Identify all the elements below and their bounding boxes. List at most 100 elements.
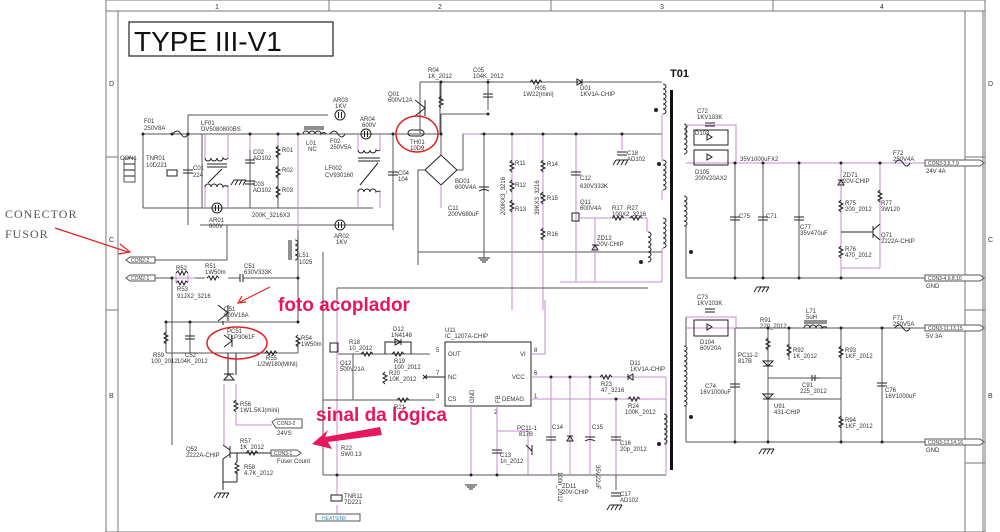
cap-bank-value: 35V1000uFX2 xyxy=(740,157,779,163)
r22-value: 5W0.13 xyxy=(341,452,362,458)
r14-16-value: 39KX3_3216 xyxy=(535,180,541,215)
output-connector-5v[interactable]: CON3-11,13,15 xyxy=(924,324,985,332)
fuser-con2-2[interactable]: CON2-2 xyxy=(125,256,156,264)
u11-pin-num-demag: 1 xyxy=(534,394,538,400)
svg-text:CON2-1: CON2-1 xyxy=(131,276,150,282)
optocoupler-pc11-2-icon xyxy=(761,360,775,367)
r76-label: R76 xyxy=(845,247,857,253)
pc51-value: TLP3061F xyxy=(227,335,255,341)
r23-label: R23 xyxy=(601,382,613,388)
l51-value: 1025 xyxy=(299,260,313,266)
r23-value: 47_3216 xyxy=(601,388,625,394)
r18-label: R18 xyxy=(349,340,361,346)
ar02-label: AR02 xyxy=(334,234,350,240)
highlight-circle-th01 xyxy=(395,115,439,153)
fuse-f72-icon xyxy=(894,159,911,167)
c12-label: C12 xyxy=(580,176,592,182)
diode-d103-icon xyxy=(693,129,729,146)
grid-row-right-c: C xyxy=(988,237,993,244)
l51-label: L51 xyxy=(299,253,310,259)
ar01-value: 600V xyxy=(209,224,223,230)
c52-value: 104K_2012 xyxy=(177,359,208,365)
r59-label: R59 xyxy=(153,353,165,359)
d11-label: D11 xyxy=(630,361,641,367)
u11-pin-fb: FB xyxy=(496,395,502,403)
c72-value: 1KV103K xyxy=(697,115,722,121)
grid-col-1: 1 xyxy=(215,4,219,11)
r94-label: R94 xyxy=(845,418,857,424)
q12-value: 500V21A xyxy=(340,367,365,373)
svg-text:CON3-4,6,8,10: CON3-4,6,8,10 xyxy=(928,276,962,282)
fuse-f02-icon xyxy=(329,130,346,138)
r75-value: 200_2012 xyxy=(845,207,872,213)
ar04-value: 600V xyxy=(362,123,376,129)
output-connector-gnd-1[interactable]: CON3-4,6,8,10 xyxy=(924,274,985,282)
output-connector-24v[interactable]: CON3-3,5,7,9 xyxy=(924,159,985,167)
r19-value: 100_2012 xyxy=(394,365,421,371)
c04-value: 104 xyxy=(398,177,409,183)
l71-label: L71 xyxy=(806,309,817,315)
c73-label: C73 xyxy=(697,295,709,301)
annotation-arrow-conector xyxy=(54,227,129,253)
capacitor-c52-icon xyxy=(185,335,195,340)
q12-label: Q12 xyxy=(340,361,352,367)
output-connector-gnd-2[interactable]: CON3-12,14,16 xyxy=(924,438,985,446)
grid-row-right-b: B xyxy=(988,393,993,400)
c11-label: C11 xyxy=(448,206,459,212)
thermistor-th01-icon xyxy=(407,129,425,137)
r94-value: 1KF_2012 xyxy=(845,424,873,430)
grid-row-left-c: C xyxy=(109,237,114,244)
l01-label: L01 xyxy=(306,141,317,147)
r18-value: 10_2012 xyxy=(349,346,373,352)
zd71-value: 20V-CHIP xyxy=(843,179,870,185)
q11-value: 600V4A xyxy=(580,206,601,212)
r55-label: R55 xyxy=(266,356,278,362)
c17-value: AD102 xyxy=(620,498,639,504)
ar02-value: 1KV xyxy=(336,240,347,246)
triac-q01-icon xyxy=(414,99,426,117)
r22-label: R22 xyxy=(341,446,353,452)
common-mode-choke-lf002-icon xyxy=(357,148,381,194)
con3-1-connector[interactable]: CON3-1 xyxy=(270,449,302,457)
grid-col-2: 2 xyxy=(438,4,442,11)
u11-label: U11 xyxy=(445,328,456,334)
heatsink-tag: HEATSINK xyxy=(315,513,361,522)
highlight-circle-pc51 xyxy=(206,326,268,360)
d105-value: 200V20AX2 xyxy=(695,176,728,182)
con3-2-connector[interactable]: CON3-2 xyxy=(271,418,303,429)
c04-label: C04 xyxy=(398,171,410,177)
c02-value: AD102 xyxy=(253,156,272,162)
c74-value: 16V1000uF xyxy=(700,390,731,396)
fuse-f01-icon xyxy=(172,130,189,138)
zd12-value: 20V-CHIP xyxy=(597,242,624,248)
d01-value: 1KV1A-CHIP xyxy=(580,92,615,98)
svg-text:CON2-2: CON2-2 xyxy=(131,258,150,264)
r21-label: R21 xyxy=(394,405,406,411)
optotriac-pc51-icon xyxy=(223,334,237,375)
f02-value: 250V5A xyxy=(330,145,351,151)
annotation-fusor: FUSOR xyxy=(5,227,49,241)
arrow-head-icon xyxy=(236,295,247,304)
ar01-label: AR01 xyxy=(209,218,225,224)
c76-label: C76 xyxy=(885,388,897,394)
r01-03-value: 200K_3216X3 xyxy=(252,213,291,219)
f01-value: 250V8A xyxy=(144,126,165,132)
diode-d11-icon xyxy=(627,373,634,381)
drawing-frame xyxy=(105,0,986,532)
q71-label: Q71 xyxy=(881,233,893,239)
u11-pin-num-fb: 2 xyxy=(494,410,498,416)
zener-zd71-icon xyxy=(837,179,845,186)
transistor-q71-icon xyxy=(841,223,881,241)
r54-value: 1W50m xyxy=(301,342,322,348)
l71-value: 5uH xyxy=(806,315,817,321)
zener-zd11-icon xyxy=(566,435,574,442)
c17-label: C17 xyxy=(620,492,632,498)
c14-label: C14 xyxy=(552,425,564,431)
tnr11-value: 7D221 xyxy=(344,500,362,506)
transformer-label: T01 xyxy=(670,68,689,80)
zd12-label: ZD12 xyxy=(597,236,612,242)
zd71-label: ZD71 xyxy=(843,173,858,179)
c18-value: AD102 xyxy=(627,157,646,163)
fuser-con2-1[interactable]: CON2-1 xyxy=(125,274,156,282)
